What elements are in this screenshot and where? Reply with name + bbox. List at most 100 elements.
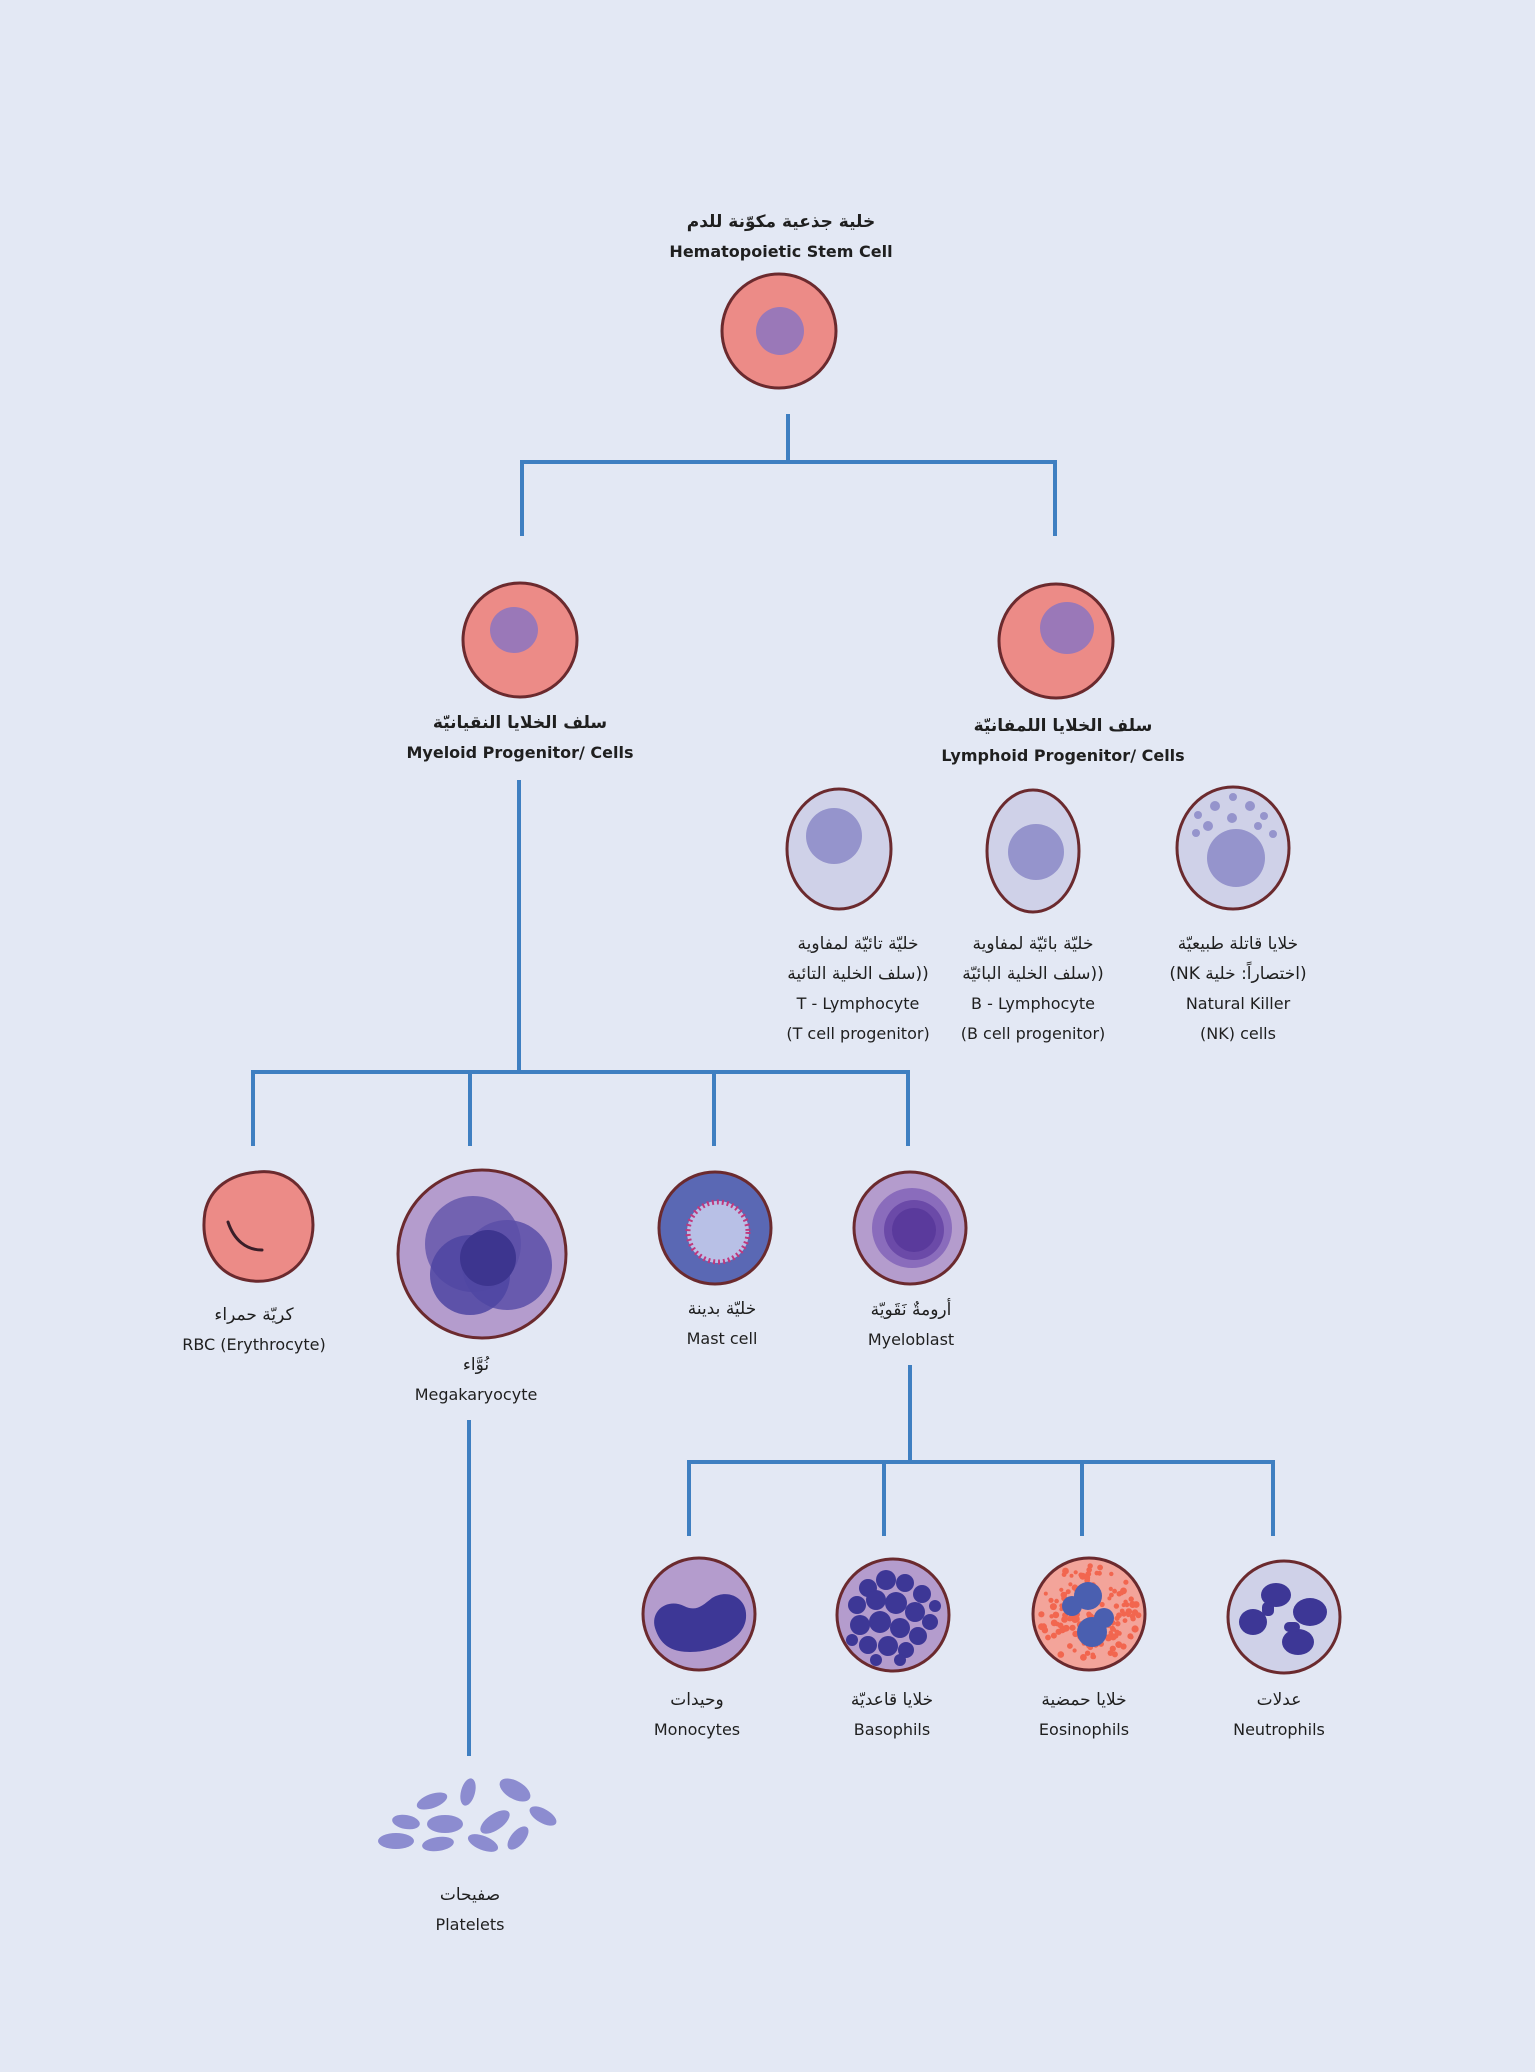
rbc-icon	[202, 1170, 315, 1283]
granule	[1104, 1634, 1112, 1642]
lymphoid-label-en: Lymphoid Progenitor/ Cells	[941, 746, 1185, 765]
lymphoid-label: سلف الخلايا اللمفانيّة Lymphoid Progenit…	[941, 711, 1184, 771]
eosinophils-label-en: Eosinophils	[1038, 1720, 1130, 1739]
granule	[1097, 1564, 1103, 1571]
granule	[1069, 1573, 1074, 1578]
eosinophils-label-ar: خلايا حمضية	[1041, 1690, 1127, 1710]
granule	[1054, 1598, 1059, 1604]
megakaryocyte-label: نُوَّاء Megakaryocyte	[415, 1350, 538, 1410]
granule	[1069, 1624, 1076, 1631]
b-cell-label-en1: B - Lymphocyte	[971, 994, 1095, 1013]
granule	[1068, 1582, 1073, 1587]
granule	[1067, 1615, 1073, 1622]
platelets-label: صفيحات Platelets	[436, 1880, 505, 1940]
granule	[1094, 1570, 1100, 1576]
granule	[1130, 1616, 1136, 1622]
b-cell-label-en2: (B cell progenitor)	[960, 1024, 1106, 1043]
granule	[1109, 1645, 1116, 1652]
lymphoid-progenitor-icon	[997, 582, 1115, 700]
granule	[1065, 1589, 1071, 1595]
lymphoid-label-ar: سلف الخلايا اللمفانيّة	[973, 716, 1153, 736]
basophils-label-ar: خلايا قاعديّة	[850, 1690, 934, 1710]
granule	[1108, 1586, 1113, 1591]
monocytes-label-ar: وحيدات	[670, 1690, 724, 1710]
megakaryocyte-label-ar: نُوَّاء	[462, 1355, 490, 1375]
granule	[1057, 1651, 1065, 1658]
t-cell-label: خليّة تائيّة لمفاوية ((سلف الخلية التائي…	[786, 929, 929, 1049]
connector-myeloid	[251, 780, 910, 1146]
granule	[1045, 1634, 1051, 1641]
granule	[1059, 1626, 1066, 1634]
neutrophils-label-en: Neutrophils	[1233, 1720, 1325, 1739]
granule	[1109, 1571, 1114, 1577]
myeloblast-label-en: Myeloblast	[867, 1330, 955, 1349]
t-lymphocyte-icon	[785, 787, 893, 911]
stem-cell-label-en: Hematopoietic Stem Cell	[669, 242, 893, 261]
granule	[1041, 1623, 1047, 1628]
granule	[1111, 1651, 1118, 1658]
granule	[1116, 1612, 1122, 1619]
myeloid-label-en: Myeloid Progenitor/ Cells	[406, 743, 634, 762]
b-cell-label-ar1: خليّة بائيّة لمفاوية	[972, 934, 1094, 954]
granule	[1072, 1648, 1077, 1653]
granule	[1107, 1596, 1112, 1601]
stem-cell-label-ar: خلية جذعية مكوّنة للدم	[686, 212, 876, 232]
myeloid-label: سلف الخلايا النقيانيّة Myeloid Progenito…	[406, 708, 633, 768]
myeloblast-label: أرومةٌ نَقَويّة Myeloblast	[868, 1295, 954, 1355]
myeloblast-label-ar: أرومةٌ نَقَويّة	[870, 1300, 952, 1320]
t-cell-label-en1: T - Lymphocyte	[796, 994, 920, 1013]
neutrophil-icon	[1226, 1559, 1342, 1675]
nk-cell-label-en2: (NK) cells	[1200, 1024, 1276, 1043]
granule	[1038, 1611, 1045, 1618]
granule	[1062, 1567, 1069, 1575]
granule	[1109, 1592, 1114, 1598]
nk-cell-label-ar2: (اختصاراً: خلية NK)	[1169, 964, 1307, 984]
rbc-label-ar: كريّة حمراء	[214, 1305, 294, 1325]
b-lymphocyte-icon	[985, 788, 1081, 914]
granule	[1107, 1650, 1114, 1656]
granule	[1135, 1612, 1142, 1619]
granule	[1061, 1616, 1068, 1623]
granule	[1067, 1643, 1073, 1649]
granule	[1050, 1619, 1058, 1627]
granule	[1050, 1632, 1057, 1639]
eosinophils-label: خلايا حمضية Eosinophils	[1039, 1685, 1129, 1745]
nk-cell-label: خلايا قاتلة طبيعيّة (اختصاراً: خلية NK) …	[1169, 929, 1306, 1049]
granule	[1120, 1587, 1127, 1595]
nk-cell-label-en1: Natural Killer	[1185, 994, 1291, 1013]
granule	[1113, 1603, 1120, 1609]
granule	[1059, 1587, 1064, 1592]
b-cell-label-ar2: ((سلف الخلية البائيّة	[962, 964, 1104, 984]
granule	[1128, 1634, 1134, 1640]
granule	[1121, 1611, 1127, 1617]
connector-lines	[251, 414, 1275, 1756]
b-cell-label: خليّة بائيّة لمفاوية ((سلف الخلية البائي…	[961, 929, 1106, 1049]
basophils-label-en: Basophils	[853, 1720, 931, 1739]
eosinophil-icon	[1031, 1556, 1147, 1672]
megakaryocyte-label-en: Megakaryocyte	[414, 1385, 538, 1404]
mast-cell-label: خليّة بدينة Mast cell	[687, 1294, 758, 1354]
granule	[1052, 1611, 1059, 1618]
granule	[1128, 1596, 1134, 1602]
granule	[1115, 1641, 1123, 1648]
granule	[1131, 1625, 1139, 1633]
granule	[1086, 1611, 1092, 1617]
granule	[1084, 1650, 1091, 1656]
monocytes-label: وحيدات Monocytes	[654, 1685, 740, 1745]
granule	[1079, 1572, 1087, 1580]
rbc-label: كريّة حمراء RBC (Erythrocyte)	[182, 1300, 326, 1360]
granule	[1123, 1579, 1129, 1585]
nk-cell-icon	[1175, 785, 1291, 911]
myeloid-progenitor-icon	[461, 581, 579, 699]
connector-myeloblast	[687, 1365, 1275, 1536]
granule	[1048, 1597, 1054, 1603]
t-cell-label-ar1: خليّة تائيّة لمفاوية	[797, 934, 919, 954]
granule	[1087, 1563, 1093, 1569]
neutrophils-label-ar: عدلات	[1256, 1690, 1302, 1710]
granule	[1126, 1612, 1131, 1618]
granule	[1091, 1654, 1097, 1660]
stem-cell-icon	[720, 272, 838, 390]
mast-cell-icon	[657, 1170, 773, 1286]
granule	[1115, 1621, 1121, 1627]
granule	[1127, 1609, 1132, 1614]
